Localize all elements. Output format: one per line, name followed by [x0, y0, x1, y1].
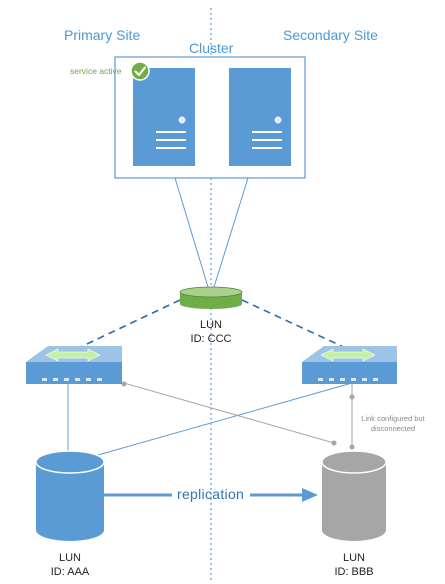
replication-arrow [104, 488, 318, 502]
server-primary [133, 68, 195, 166]
right-lun-line2: ID: BBB [334, 566, 374, 578]
right-lun-link-dot-b [349, 444, 355, 450]
left-switch-to-right-lun [123, 382, 335, 444]
center-lun-line2: ID: CCC [190, 333, 232, 345]
right-lun-label: LUN ID: BBB [322, 551, 386, 579]
link-note: Link configured but disconnected [356, 414, 430, 434]
left-lun-cylinder-icon [35, 450, 105, 541]
right-lun-line1: LUN [342, 552, 365, 564]
left-switch-link-dot [121, 381, 127, 387]
center-lun-line1: LUN [199, 319, 222, 331]
primary-site-label: Primary Site [64, 27, 141, 43]
right-switch-to-left-lun [97, 382, 353, 456]
right-lun-cylinder-icon [321, 450, 387, 541]
left-lun-line1: LUN [58, 552, 81, 564]
link-note-line1: Link configured but [361, 414, 425, 423]
link-note-line2: disconnected [370, 424, 416, 433]
right-lun-link-dot-a [331, 440, 337, 446]
service-status-label: service active [70, 66, 122, 76]
checkmark-icon [130, 61, 150, 81]
right-switch-link-dot [349, 394, 355, 400]
cluster-to-lun-line-left [174, 177, 209, 288]
left-lun-label: LUN ID: AAA [38, 551, 102, 579]
secondary-site-label: Secondary Site [283, 27, 378, 43]
center-lun-disk-icon [179, 286, 243, 309]
left-lun-line2: ID: AAA [50, 566, 90, 578]
dashed-link-left [69, 299, 181, 353]
center-lun-label: LUN ID: CCC [181, 318, 241, 346]
cluster-to-lun-line-right [213, 177, 249, 288]
replication-label: replication [177, 486, 245, 502]
right-switch-icon [302, 346, 397, 384]
server-secondary [229, 68, 291, 166]
left-switch-icon [26, 346, 122, 384]
dashed-link-right [241, 299, 351, 351]
cluster-label: Cluster [189, 40, 234, 56]
